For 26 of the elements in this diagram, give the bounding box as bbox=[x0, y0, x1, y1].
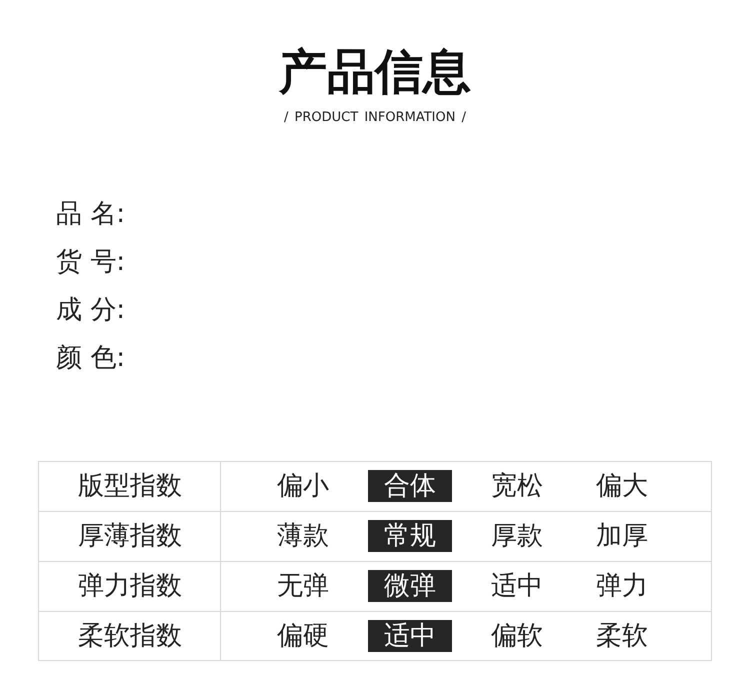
table-cell: 偏大 bbox=[596, 470, 648, 502]
highlighted-option: 常规 bbox=[368, 520, 452, 552]
row-header: 版型指数 bbox=[78, 470, 182, 502]
table-cell: 宽松 bbox=[491, 470, 543, 502]
field-label: 货 号: bbox=[56, 246, 126, 278]
row-header: 厚薄指数 bbox=[78, 520, 182, 552]
field-label: 品 名: bbox=[56, 198, 126, 230]
table-cell: 弹力 bbox=[596, 570, 648, 602]
table-cell: 偏小 bbox=[277, 470, 329, 502]
highlighted-option: 合体 bbox=[368, 470, 452, 502]
field-label: 成 分: bbox=[56, 294, 126, 326]
table-cell: 无弹 bbox=[277, 570, 329, 602]
highlighted-option: 适中 bbox=[368, 620, 452, 652]
table-cell: 偏硬 bbox=[277, 620, 329, 652]
highlighted-option: 微弹 bbox=[368, 570, 452, 602]
field-label: 颜 色: bbox=[56, 342, 126, 374]
table-cell: 适中 bbox=[491, 570, 543, 602]
row-header: 弹力指数 bbox=[78, 570, 182, 602]
page-title: 产品信息 bbox=[279, 43, 471, 102]
table-cell: 薄款 bbox=[277, 520, 329, 552]
table-cell: 加厚 bbox=[596, 520, 648, 552]
table-cell: 柔软 bbox=[596, 620, 648, 652]
subtitle: / PRODUCT INFORMATION / bbox=[284, 110, 466, 125]
row-header: 柔软指数 bbox=[78, 620, 182, 652]
table-cell: 厚款 bbox=[491, 520, 543, 552]
table-cell: 偏软 bbox=[491, 620, 543, 652]
